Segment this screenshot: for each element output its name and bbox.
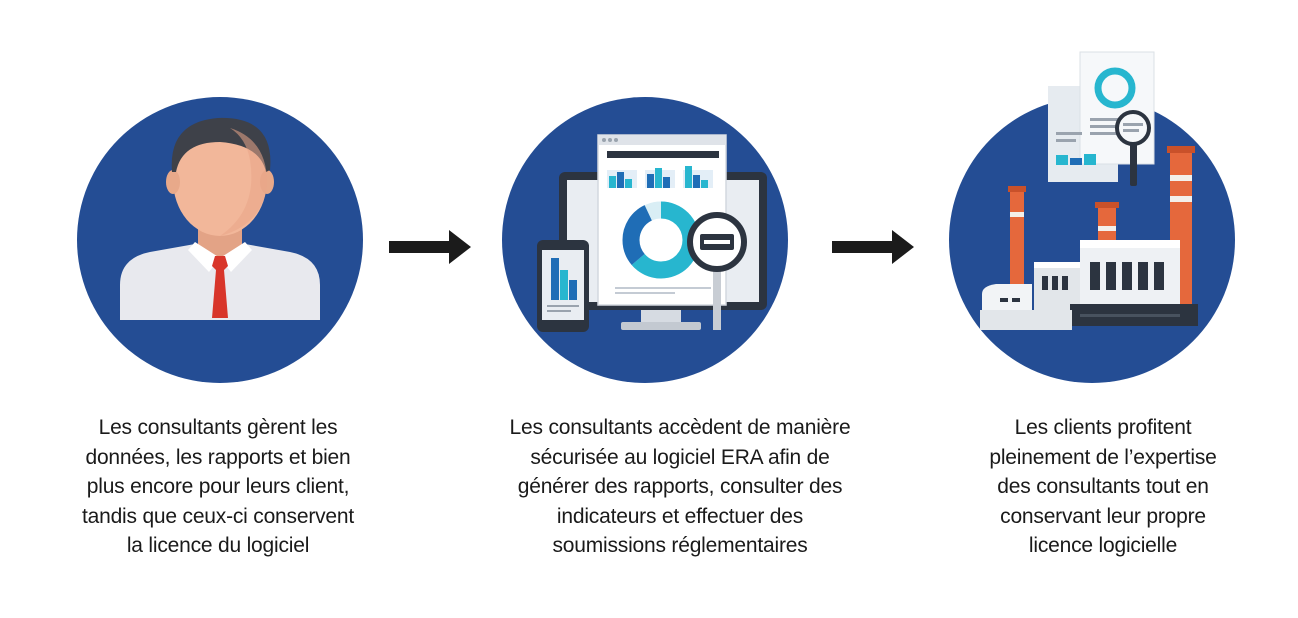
report-header-bar [607, 151, 719, 158]
caption-line: soumissions réglementaires [552, 534, 808, 557]
report-window-titlebar [598, 135, 726, 145]
caption-line: conservant leur propre [1000, 504, 1206, 528]
magnifier-icon [687, 212, 747, 330]
consultant-illustration [77, 97, 363, 383]
caption-line: Les clients profitent [1014, 416, 1192, 439]
caption-line: licence logicielle [1028, 534, 1178, 557]
caption-line: générer des rapports, consulter des [517, 475, 843, 498]
factory-icon [980, 51, 1198, 330]
caption-line: pleinement de l’expertise [989, 445, 1217, 469]
caption-line: Les consultants accèdent de manière [509, 416, 851, 439]
monitor-base [621, 322, 701, 330]
factory-illustration [949, 51, 1235, 383]
hair [171, 117, 271, 172]
caption-line: données, les rapports et bien [85, 445, 351, 469]
caption-line: sécurisée au logiciel ERA afin de [530, 445, 830, 469]
caption-line: la licence du logiciel [126, 534, 310, 557]
shed [982, 284, 1032, 310]
arrow-right-icon [389, 230, 471, 264]
monitor-neck [641, 310, 681, 324]
tie [212, 256, 228, 318]
caption-line: indicateurs et effectuer des [556, 504, 804, 528]
step-1-caption: Les consultants gèrent les données, les … [28, 413, 408, 561]
collar-right [220, 242, 252, 272]
arrow-right-icon [832, 230, 914, 264]
caption-line: tandis que ceux-ci conservent [81, 504, 355, 528]
caption-line: des consultants tout en [997, 475, 1209, 498]
consultant-icon [120, 117, 320, 320]
collar-left [188, 242, 220, 272]
step-2-caption: Les consultants accèdent de manière sécu… [490, 413, 870, 561]
caption-line: plus encore pour leurs client, [86, 475, 350, 498]
software-dashboard-icon [537, 134, 767, 332]
face-shade [220, 128, 268, 236]
face [173, 124, 267, 236]
step-3-caption: Les clients profitent pleinement de l’ex… [913, 413, 1293, 561]
caption-line: Les consultants gèrent les [98, 416, 338, 439]
ear-left [166, 170, 180, 194]
software-dashboard-illustration [502, 97, 788, 383]
magnifier-icon [1115, 110, 1151, 186]
bar-chart [607, 166, 713, 188]
phone-icon [537, 240, 589, 332]
document-icon [1048, 51, 1155, 182]
